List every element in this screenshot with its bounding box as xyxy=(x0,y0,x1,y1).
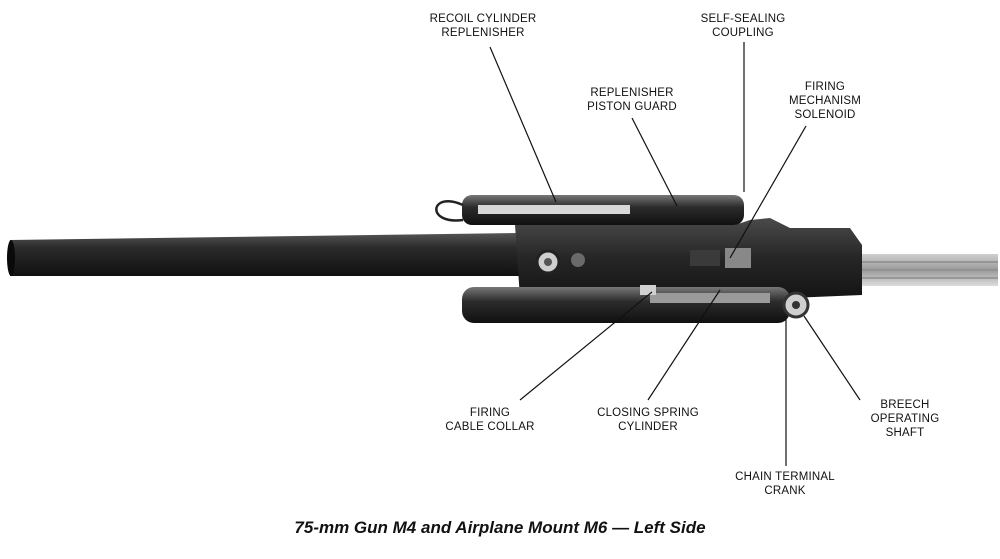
leader-closing-spring-cylinder xyxy=(647,289,721,401)
leader-firing-mechanism-solenoid xyxy=(729,125,807,259)
label-self-sealing-coupling: SELF-SEALING COUPLING xyxy=(683,12,803,40)
leader-firing-cable-collar xyxy=(519,291,653,401)
leader-lines xyxy=(489,42,861,466)
label-line: FIRING xyxy=(804,81,846,93)
label-line: CHAIN TERMINAL xyxy=(735,471,835,483)
label-chain-terminal-crank: CHAIN TERMINAL CRANK xyxy=(720,470,850,498)
figure-caption: 75-mm Gun M4 and Airplane Mount M6 — Lef… xyxy=(294,518,706,537)
leader-replenisher-piston-guard xyxy=(631,117,678,207)
breech-operating-shaft xyxy=(782,291,810,319)
label-line: COUPLING xyxy=(712,27,774,39)
label-firing-mechanism-solenoid: FIRING MECHANISM SOLENOID xyxy=(770,80,880,122)
label-line: REPLENISHER xyxy=(590,87,674,99)
label-line: CABLE COLLAR xyxy=(445,421,535,433)
label-firing-cable-collar: FIRING CABLE COLLAR xyxy=(430,406,550,434)
label-recoil-cylinder-replenisher: RECOIL CYLINDER REPLENISHER xyxy=(418,12,548,40)
label-line: SHAFT xyxy=(885,427,925,439)
closing-spring-cylinder xyxy=(462,285,790,323)
label-line: OPERATING xyxy=(870,413,940,425)
label-line: RECOIL CYLINDER xyxy=(429,13,537,25)
label-line: BREECH xyxy=(880,399,930,411)
label-replenisher-piston-guard: REPLENISHER PISTON GUARD xyxy=(572,86,692,114)
rear-extension-rod xyxy=(858,254,998,286)
label-breech-operating-shaft: BREECH OPERATING SHAFT xyxy=(850,398,960,440)
receiver-body xyxy=(515,218,862,298)
label-line: SOLENOID xyxy=(794,109,856,121)
label-line: REPLENISHER xyxy=(441,27,525,39)
label-line: PISTON GUARD xyxy=(587,101,677,113)
label-line: MECHANISM xyxy=(788,95,862,107)
gun-barrel xyxy=(7,233,520,276)
label-line: SELF-SEALING xyxy=(700,13,786,25)
label-line: CLOSING SPRING xyxy=(597,407,699,419)
leader-recoil-cylinder-replenisher xyxy=(489,46,557,203)
leader-breech-operating-shaft xyxy=(803,315,861,401)
label-line: FIRING xyxy=(469,407,511,419)
label-line: CYLINDER xyxy=(618,421,678,433)
label-line: CRANK xyxy=(764,485,806,497)
recoil-cylinder-replenisher xyxy=(435,195,744,225)
label-closing-spring-cylinder: CLOSING SPRING CYLINDER xyxy=(588,406,708,434)
